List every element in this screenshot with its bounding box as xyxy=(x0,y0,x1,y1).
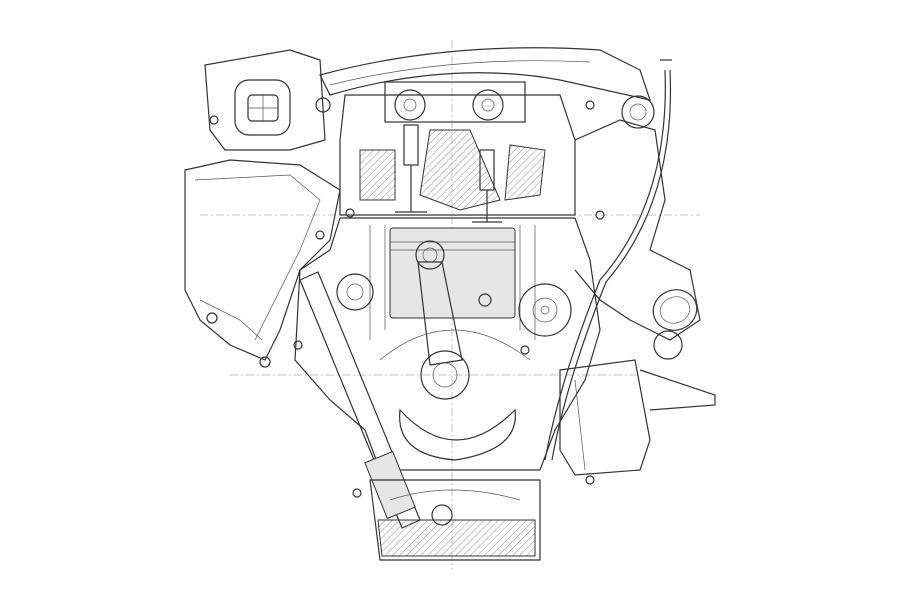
throttle-body xyxy=(204,49,331,151)
exhaust-camshaft xyxy=(472,89,504,121)
exhaust-manifold xyxy=(544,59,701,461)
intake-camshaft xyxy=(394,89,426,121)
cylinder-head xyxy=(339,81,576,223)
crankshaft xyxy=(379,329,531,461)
crankpin xyxy=(420,350,470,400)
bolts xyxy=(293,100,605,355)
oil-pan xyxy=(352,475,595,561)
piston xyxy=(389,227,516,319)
intake-manifold xyxy=(184,159,341,368)
piston-pin xyxy=(415,240,445,270)
auxiliary-shafts xyxy=(336,273,572,337)
connecting-rod xyxy=(417,261,470,400)
cam-cover xyxy=(319,47,651,101)
oil-filter xyxy=(559,359,716,476)
center-lines xyxy=(200,40,700,570)
intake-valve-spring xyxy=(403,124,419,166)
